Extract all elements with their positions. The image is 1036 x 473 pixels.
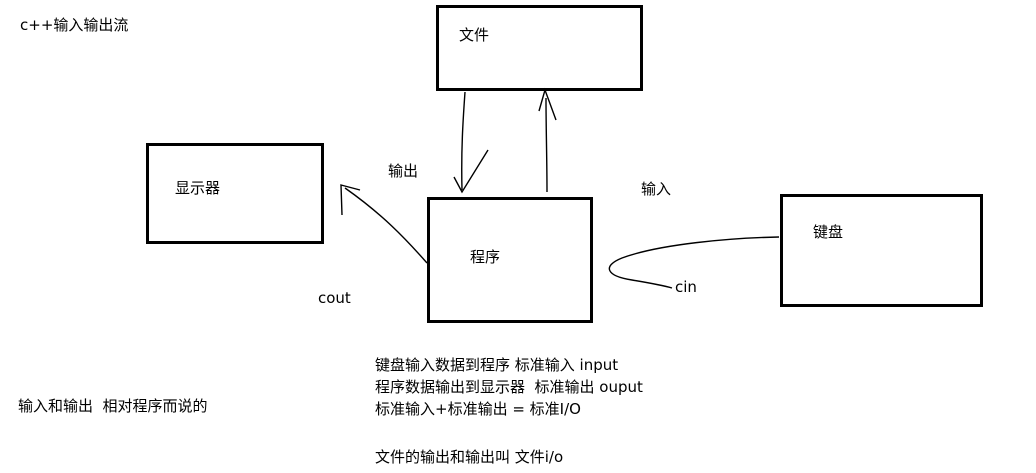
program-to-file-arrowhead — [538, 87, 557, 121]
program-to-file-line — [545, 97, 548, 193]
note-line-3: 标准输入+标准输出 = 标准I/O — [375, 400, 581, 418]
keyboard-to-program-line — [608, 236, 780, 289]
keyboard-box-label: 键盘 — [813, 223, 844, 241]
heading: c++输入输出流 — [20, 16, 129, 34]
note-line-1: 键盘输入数据到程序 标准输入 input — [375, 356, 619, 374]
program-box-label: 程序 — [470, 248, 501, 266]
program-to-display-arrowhead — [340, 184, 361, 216]
input-label: 输入 — [641, 180, 672, 198]
keyboard-box: 键盘 — [780, 194, 983, 307]
file-to-program-arrowhead — [453, 149, 489, 194]
program-box: 程序 — [427, 197, 593, 323]
note-line-2: 程序数据输出到显示器 标准输出 ouput — [375, 378, 643, 396]
cout-label: cout — [318, 289, 351, 307]
file-to-program-line — [461, 91, 466, 191]
file-box-label: 文件 — [459, 26, 490, 44]
file-box: 文件 — [436, 5, 643, 91]
output-label: 输出 — [388, 162, 419, 180]
side-note: 输入和输出 相对程序而说的 — [18, 397, 208, 415]
display-box: 显示器 — [146, 143, 324, 244]
note-line-4: 文件的输出和输出叫 文件i/o — [375, 448, 564, 466]
cin-label: cin — [675, 278, 697, 296]
display-box-label: 显示器 — [175, 179, 221, 197]
program-to-display-line — [344, 187, 428, 264]
